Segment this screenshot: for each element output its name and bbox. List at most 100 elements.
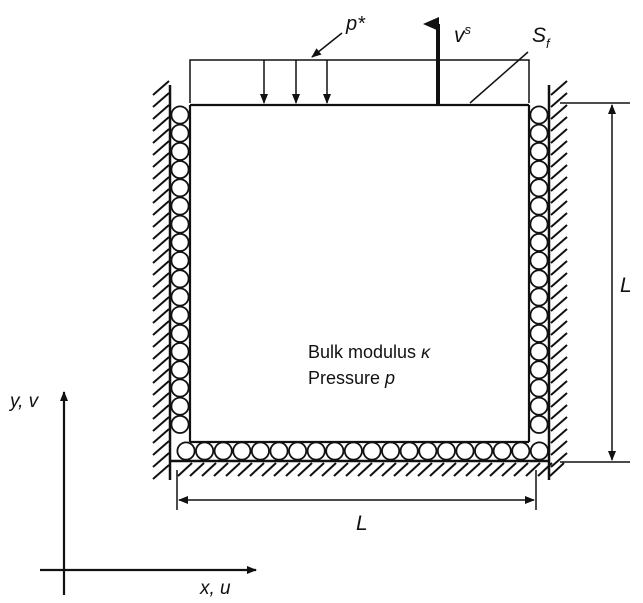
- roller: [418, 441, 438, 461]
- hatch-line: [152, 416, 170, 432]
- hatch-line: [550, 164, 568, 180]
- roller: [529, 269, 549, 289]
- hatch-line: [152, 320, 170, 336]
- hatch-line: [152, 464, 170, 480]
- hatch-line: [152, 224, 170, 240]
- hatch-line: [429, 462, 445, 477]
- hatch-line: [297, 462, 313, 477]
- pressure-load: [189, 59, 530, 104]
- hatch-line: [225, 462, 241, 477]
- hatch-line: [550, 128, 568, 144]
- hatch-line: [152, 272, 170, 288]
- right-rollers: [529, 105, 549, 434]
- hatch-line: [550, 344, 568, 360]
- hatch-line: [152, 92, 170, 108]
- roller: [170, 105, 190, 125]
- roller: [455, 441, 475, 461]
- hatch-line: [550, 152, 568, 168]
- hatch-line: [152, 260, 170, 276]
- hatch-line: [152, 212, 170, 228]
- hatch-line: [237, 462, 253, 477]
- hatch-line: [537, 462, 553, 477]
- roller: [529, 342, 549, 362]
- hatch-line: [550, 176, 568, 192]
- hatch-line: [152, 356, 170, 372]
- roller: [529, 378, 549, 398]
- roller: [529, 360, 549, 380]
- hatch-line: [550, 80, 568, 96]
- roller: [362, 441, 382, 461]
- roller: [474, 441, 494, 461]
- roller: [170, 123, 190, 143]
- bottom-length-label: L: [356, 512, 368, 535]
- roller: [529, 105, 549, 125]
- hatch-line: [550, 440, 568, 456]
- hatch-line: [321, 462, 337, 477]
- hatch-line: [550, 368, 568, 384]
- roller: [529, 441, 549, 461]
- hatch-line: [453, 462, 469, 477]
- hatch-line: [405, 462, 421, 477]
- hatch-line: [550, 260, 568, 276]
- hatch-line: [261, 462, 277, 477]
- roller: [492, 441, 512, 461]
- roller: [170, 232, 190, 252]
- hatch-line: [152, 392, 170, 408]
- hatch-line: [152, 200, 170, 216]
- roller: [529, 287, 549, 307]
- s-f-leader: [469, 51, 529, 104]
- hatch-line: [345, 462, 361, 477]
- y-axis-label: y, v: [8, 391, 40, 412]
- hatch-line: [501, 462, 517, 477]
- x-axis-label: x, u: [199, 578, 231, 599]
- roller: [529, 305, 549, 325]
- hatch-line: [550, 104, 568, 120]
- hatch-line: [152, 188, 170, 204]
- hatch-line: [333, 462, 349, 477]
- hatch-line: [152, 164, 170, 180]
- roller: [170, 251, 190, 271]
- hatch-line: [369, 462, 385, 477]
- hatch-line: [550, 296, 568, 312]
- roller: [436, 441, 456, 461]
- hatch-line: [273, 462, 289, 477]
- roller: [529, 414, 549, 434]
- roller: [529, 178, 549, 198]
- roller: [232, 441, 252, 461]
- hatch-line: [513, 462, 529, 477]
- roller: [213, 441, 233, 461]
- roller: [306, 441, 326, 461]
- hatch-line: [550, 284, 568, 300]
- roller: [170, 178, 190, 198]
- roller: [269, 441, 289, 461]
- roller: [529, 160, 549, 180]
- roller: [170, 360, 190, 380]
- hatch-line: [550, 92, 568, 108]
- roller: [529, 232, 549, 252]
- hatch-line: [550, 416, 568, 432]
- hatch-line: [152, 296, 170, 312]
- roller: [170, 342, 190, 362]
- hatch-line: [201, 462, 217, 477]
- hatch-line: [152, 80, 170, 96]
- hatch-line: [152, 116, 170, 132]
- roller: [529, 141, 549, 161]
- hatch-line: [152, 140, 170, 156]
- hatch-line: [550, 248, 568, 264]
- hatch-line: [152, 236, 170, 252]
- hatch-line: [152, 104, 170, 120]
- roller: [195, 441, 215, 461]
- hatch-line: [550, 116, 568, 132]
- hatch-line: [441, 462, 457, 477]
- hatch-line: [550, 332, 568, 348]
- hatch-line: [152, 152, 170, 168]
- hatch-line: [152, 284, 170, 300]
- hatch-line: [309, 462, 325, 477]
- hatch-line: [152, 128, 170, 144]
- roller: [170, 287, 190, 307]
- roller: [176, 441, 196, 461]
- roller: [250, 441, 270, 461]
- bottom-rollers: [176, 441, 549, 461]
- hatch-line: [152, 452, 170, 468]
